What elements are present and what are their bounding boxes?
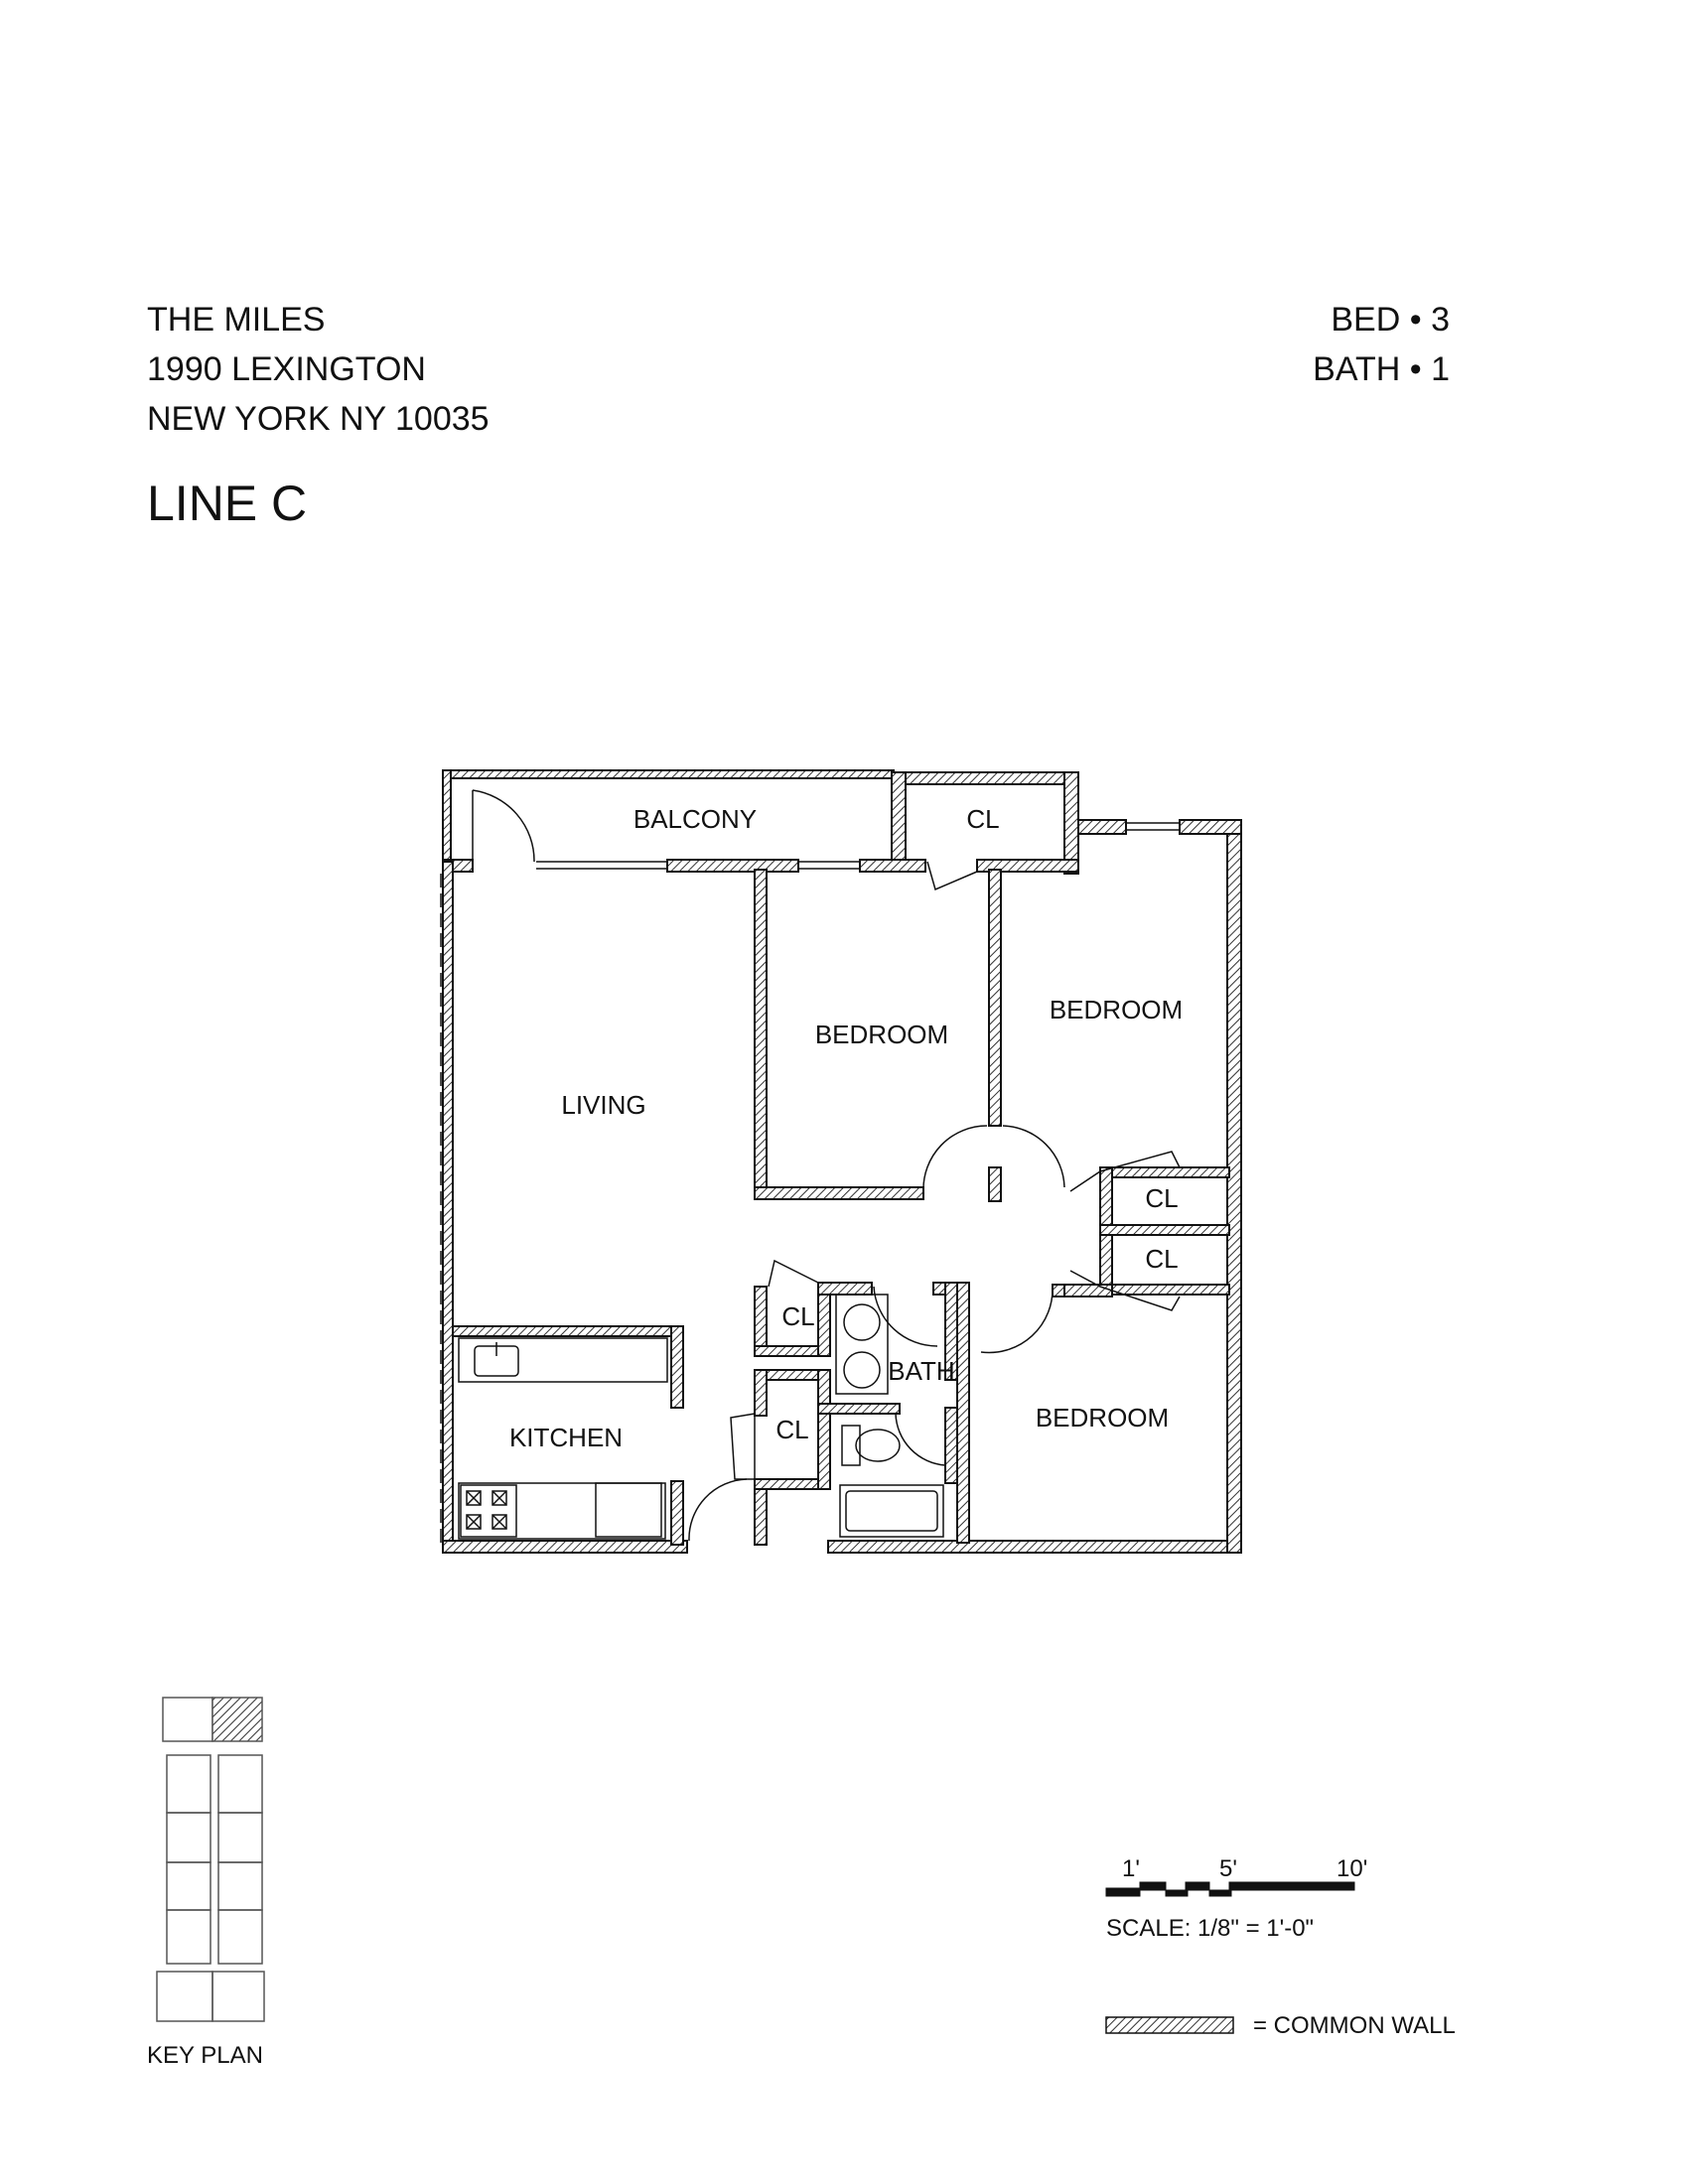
bedroom-partition-upper [988, 869, 1002, 1127]
bedroom3-left-wall [956, 1282, 970, 1544]
bath-count: BATH • 1 [1313, 350, 1450, 388]
door-balcony [472, 789, 535, 863]
door-hall-closet2 [730, 1413, 756, 1480]
room-label-bedroom-2: BEDROOM [1050, 995, 1183, 1024]
bedroom1-bottom-wall [754, 1186, 924, 1200]
living-top-wall-b [666, 859, 799, 873]
balcony-rail-top [442, 769, 895, 779]
refrigerator-icon [595, 1482, 662, 1538]
room-label-living: LIVING [561, 1090, 645, 1120]
door-entry [688, 1478, 748, 1542]
closet-r1-left [1099, 1166, 1113, 1226]
closet-top-wall-top [891, 771, 1077, 785]
bath-split-wall [817, 1403, 901, 1415]
door-bedroom3 [980, 1286, 1054, 1354]
bath-right-wall-lower [944, 1407, 958, 1484]
bathtub-icon [839, 1484, 944, 1538]
exterior-wall-top-right [1179, 819, 1242, 835]
kitchen-upper-counter [458, 1337, 668, 1383]
room-label-kitchen: KITCHEN [509, 1423, 623, 1452]
living-top-wall-d [976, 859, 1079, 873]
exterior-wall-bottom-left [442, 1540, 688, 1554]
unit-line-title: LINE C [147, 476, 308, 531]
doors [472, 789, 1181, 1542]
door-bedroom1 [922, 1125, 988, 1192]
door-bath-inner [895, 1413, 946, 1466]
room-label-closet-hall-1: CL [781, 1301, 814, 1331]
interior-walls [452, 869, 1230, 1546]
bedroom1-left-wall [754, 869, 768, 1198]
hall-closet2-right [817, 1369, 831, 1490]
kitchen-right-wall-upper [670, 1325, 684, 1409]
kitchen-right-wall-lower [670, 1480, 684, 1546]
room-label-closet-right-1: CL [1145, 1183, 1178, 1213]
door-closet-r1 [1069, 1151, 1181, 1192]
key-plan-drawing [156, 1697, 265, 2022]
room-label-balcony: BALCONY [633, 804, 757, 834]
sink-icon-1 [843, 1303, 881, 1341]
kitchen-top-wall [452, 1325, 684, 1337]
scale-tick-5: 5' [1219, 1855, 1237, 1882]
exterior-walls [442, 769, 1242, 1554]
door-closet-r2 [1069, 1270, 1181, 1311]
room-label-closet-top: CL [966, 804, 999, 834]
fixtures [458, 1294, 944, 1540]
windows [440, 822, 1180, 1549]
room-label-closet-hall-2: CL [775, 1415, 808, 1444]
scale-tick-1: 1' [1122, 1855, 1140, 1882]
balcony-rail-left [442, 769, 452, 861]
common-wall-swatch [1105, 2016, 1234, 2034]
sink-icon-2 [843, 1351, 881, 1389]
street-address: 1990 LEXINGTON [147, 350, 426, 388]
bath-top-wall-a [817, 1282, 873, 1296]
scale-text: SCALE: 1/8" = 1'-0" [1106, 1915, 1314, 1942]
kitchen-lower-counter [458, 1482, 666, 1540]
vanity-counter [835, 1294, 889, 1395]
building-name: THE MILES [147, 301, 326, 339]
door-closet-top [926, 861, 978, 891]
door-bath [873, 1286, 938, 1347]
bedroom-partition-lower [988, 1166, 1002, 1202]
exterior-wall-left [442, 861, 454, 1554]
living-top-wall-c [859, 859, 926, 873]
exterior-wall-bottom-right [827, 1540, 1242, 1554]
closet-top-wall-right [1063, 771, 1079, 875]
scale-tick-10: 10' [1336, 1855, 1367, 1882]
hall-closet2-left-a [754, 1369, 768, 1417]
closet-r1-top [1099, 1166, 1230, 1178]
common-wall-label: = COMMON WALL [1253, 2012, 1456, 2039]
door-hall-closet1 [768, 1259, 819, 1288]
room-label-bedroom-3: BEDROOM [1036, 1403, 1169, 1433]
room-label-bedroom-1: BEDROOM [815, 1020, 948, 1049]
stove-icon [460, 1484, 517, 1538]
door-bedroom2 [1002, 1125, 1065, 1188]
room-label-closet-right-2: CL [1145, 1244, 1178, 1274]
closet-r1-bottom [1099, 1224, 1230, 1236]
city-address: NEW YORK NY 10035 [147, 400, 490, 438]
closet-r2-left [1099, 1234, 1113, 1288]
living-top-wall-a [452, 859, 474, 873]
toilet-tank [841, 1425, 861, 1466]
exterior-wall-right [1226, 819, 1242, 1554]
bedroom3-top-wall-end [1052, 1284, 1065, 1297]
exterior-wall-top-mid [1077, 819, 1127, 835]
common-wall-legend: = COMMON WALL [1105, 2012, 1456, 2039]
bed-count: BED • 3 [1331, 301, 1450, 339]
key-plan-label: KEY PLAN [147, 2042, 263, 2069]
scale-bar: 1' 5' 10' SCALE: 1/8" = 1'-0" [1105, 1855, 1367, 1942]
toilet-icon [855, 1429, 901, 1462]
closet-top-wall-left [891, 771, 907, 863]
room-label-bath: BATH [888, 1356, 954, 1386]
